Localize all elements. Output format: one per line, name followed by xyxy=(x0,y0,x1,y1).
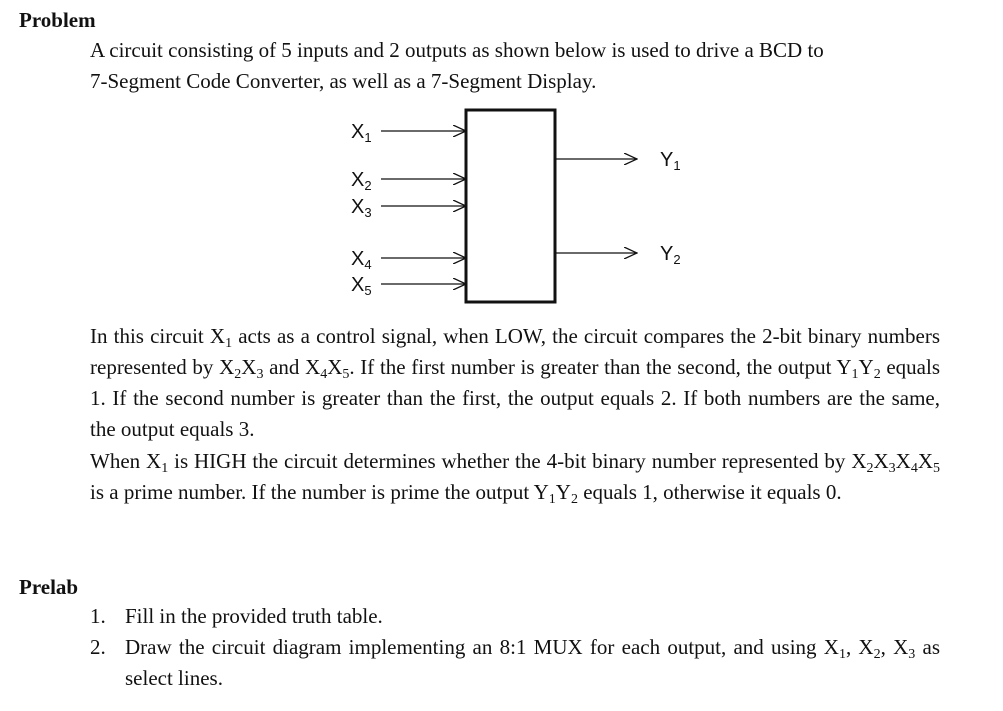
desc2-sub: 3 xyxy=(888,461,896,476)
desc1-text: acts as a control signal, when LOW, the … xyxy=(90,324,941,379)
intro-line-2: 7-Segment Code Converter, as well as a 7… xyxy=(90,69,597,93)
input-label-x1: X1 xyxy=(351,121,372,145)
desc1-text: X xyxy=(327,355,343,379)
description-paragraph-low: In this circuit X1 acts as a control sig… xyxy=(90,321,940,445)
desc1-sub: 2 xyxy=(873,367,881,382)
desc2-sub: 2 xyxy=(570,492,578,507)
input-label-x3: X3 xyxy=(351,196,372,220)
desc1-sub: 5 xyxy=(342,367,350,382)
desc1-text: In this circuit X xyxy=(90,324,226,348)
task-text: Fill in the provided truth table. xyxy=(125,604,383,628)
output-label-y2: Y2 xyxy=(660,243,681,267)
desc1-sub: 3 xyxy=(256,367,264,382)
desc2-sub: 5 xyxy=(933,461,940,476)
desc1-text: and X xyxy=(263,355,321,379)
desc2-text: X xyxy=(895,449,911,473)
task-text: , X xyxy=(845,635,874,659)
desc1-text: Y xyxy=(858,355,874,379)
desc2-sub: 1 xyxy=(161,461,169,476)
desc1-sub: 2 xyxy=(234,367,242,382)
desc2-text: X xyxy=(917,449,933,473)
task-text: Draw the circuit diagram implementing an… xyxy=(125,635,839,659)
prelab-task-list: 1. Fill in the provided truth table. 2. Dr… xyxy=(90,601,940,694)
task-text: as select lines. xyxy=(125,635,940,690)
desc2-sub: 1 xyxy=(548,492,556,507)
task-number: 2. xyxy=(90,635,106,659)
desc1-text: X xyxy=(241,355,257,379)
desc2-text: X xyxy=(873,449,889,473)
desc2-sub: 4 xyxy=(910,461,918,476)
desc1-text: . If the first number is greater than th… xyxy=(349,355,852,379)
circuit-block-diagram: X1 X2 X3 X4 X5 Y1 Y2 xyxy=(351,108,681,304)
prelab-heading: Prelab xyxy=(19,575,79,599)
desc2-sub: 2 xyxy=(866,461,874,476)
intro-line-1: A circuit consisting of 5 inputs and 2 o… xyxy=(90,38,824,62)
desc2-text: is HIGH the circuit determines whether t… xyxy=(168,449,867,473)
desc2-text: equals 1, otherwise it equals 0. xyxy=(577,480,842,504)
input-label-x5: X5 xyxy=(351,274,372,298)
desc1-sub: 1 xyxy=(851,367,859,382)
desc1-sub: 1 xyxy=(225,336,233,351)
circuit-block xyxy=(464,108,557,304)
desc2-text: When X xyxy=(90,449,162,473)
task-text: , X xyxy=(880,635,909,659)
desc2-text: Y xyxy=(555,480,571,504)
task-sub: 1 xyxy=(838,647,846,662)
desc1-sub: 4 xyxy=(320,367,328,382)
task-number: 1. xyxy=(90,604,106,628)
intro-paragraph: A circuit consisting of 5 inputs and 2 o… xyxy=(90,35,940,97)
input-label-x2: X2 xyxy=(351,169,372,193)
desc1-text: equals 1. If the second number is greate… xyxy=(90,355,940,441)
prelab-task-2: 2. Draw the circuit diagram implementing … xyxy=(90,632,940,694)
prelab-task-1: 1. Fill in the provided truth table. xyxy=(90,601,940,632)
desc2-text: is a prime number. If the number is prim… xyxy=(90,480,549,504)
output-label-y1: Y1 xyxy=(660,149,681,173)
task-sub: 2 xyxy=(873,647,881,662)
problem-heading: Problem xyxy=(19,8,96,32)
description-paragraph-high: When X1 is HIGH the circuit determines w… xyxy=(90,446,940,508)
input-label-x4: X4 xyxy=(351,248,372,272)
task-sub: 3 xyxy=(908,647,916,662)
